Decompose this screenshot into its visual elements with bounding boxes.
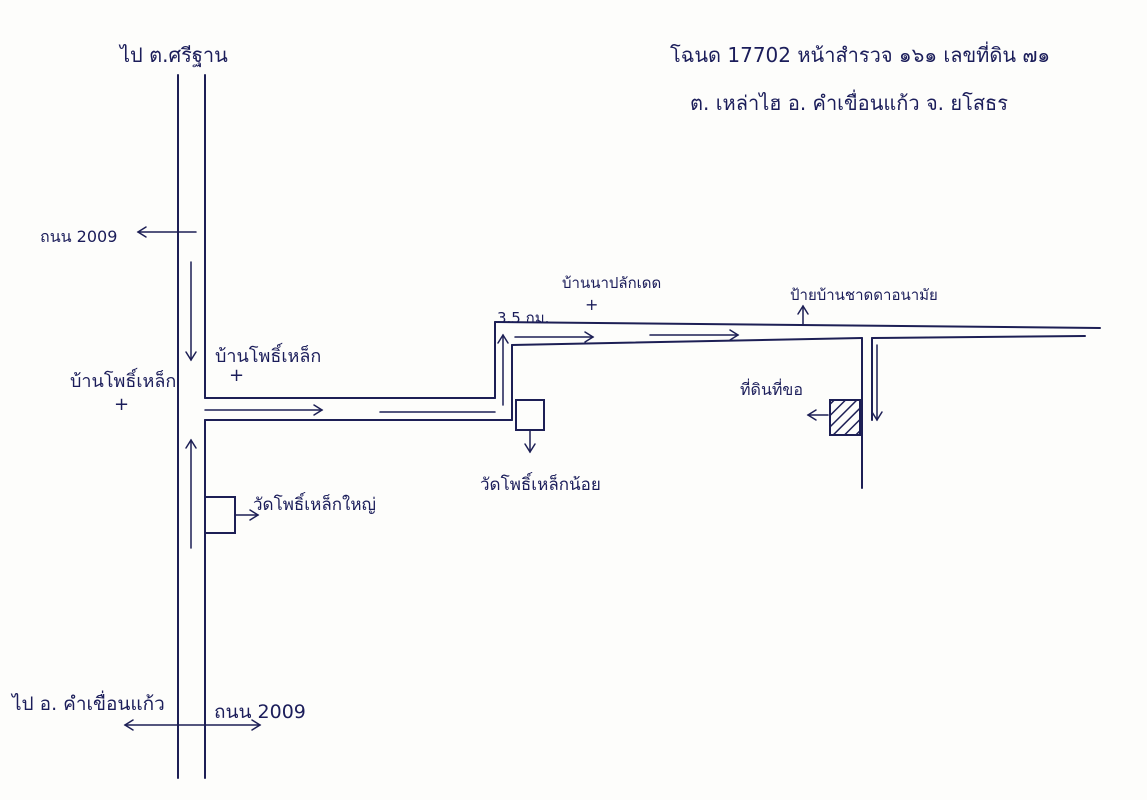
label-ban-pho-lek-right: บ้านโพธิ์เหล็ก [215, 342, 321, 367]
land-plot-hatched [829, 399, 861, 436]
route-arrowhead-east-4 [729, 329, 740, 341]
route-arrowhead-south [871, 411, 883, 422]
label-wat-pho-lek-yai: วัดโพธิ์เหล็กใหญ่ [253, 492, 376, 515]
route-arrowhead-up-main [185, 438, 197, 449]
label-road-2009-top: ถนน 2009 [40, 227, 117, 246]
upper-road-bottom-edge-1 [511, 337, 863, 346]
road-2009-bottom-arrowhead-right [251, 719, 262, 731]
wat-pho-lek-noi-pointer-head [524, 443, 536, 454]
wat-pho-lek-noi-box [515, 399, 545, 431]
cross-mark-right: + [229, 365, 244, 386]
wat-pho-lek-yai-box [204, 496, 236, 534]
label-road-2009-bottom: ถนน 2009 [214, 701, 306, 723]
wat-pho-lek-yai-pointer-head [249, 509, 260, 521]
deed-info-line-1: โฉนด 17702 หน้าสำรวจ ๑๖๑ เลขที่ดิน ๗๑ [670, 41, 1050, 67]
upper-road-top-edge [494, 321, 1101, 329]
cross-mark-ban-pa-plak-ded: + [585, 295, 598, 314]
road-2009-bottom-arrowhead-left [123, 719, 134, 731]
label-to-srithan: ไป ต.ศรีฐาน [118, 43, 228, 67]
upper-road-bottom-edge-2 [871, 335, 1086, 339]
route-arrowhead-up [497, 333, 509, 344]
route-arrowhead-down [185, 351, 197, 362]
label-land-plot: ที่ดินที่ขอ [740, 378, 803, 399]
land-plot-pointer-head [806, 409, 817, 421]
label-ban-pho-lek-left: บ้านโพธิ์เหล็ก [70, 367, 176, 392]
road-2009-top-arrowhead [136, 226, 147, 238]
deed-info-line-2: ต. เหล่าไฮ อ. คำเขื่อนแก้ว จ. ยโสธร [690, 89, 1008, 115]
cross-mark-left: + [114, 394, 129, 415]
label-sign-ban-chat: ป้ายบ้านชาดดาอนามัย [790, 286, 938, 304]
label-wat-pho-lek-noi: วัดโพธิ์เหล็กน้อย [480, 472, 601, 495]
route-arrowhead-east-1 [313, 404, 324, 416]
label-to-kham-khuean-kaeo: ไป อ. คำเขื่อนแก้ว [10, 690, 165, 715]
sign-pointer-head [797, 304, 809, 315]
label-ban-pa-plak-ded: บ้านนาปลักเดด [562, 274, 661, 292]
route-arrowhead-east-3 [584, 331, 595, 343]
label-distance-marker: 3.5 กม. [497, 309, 549, 327]
